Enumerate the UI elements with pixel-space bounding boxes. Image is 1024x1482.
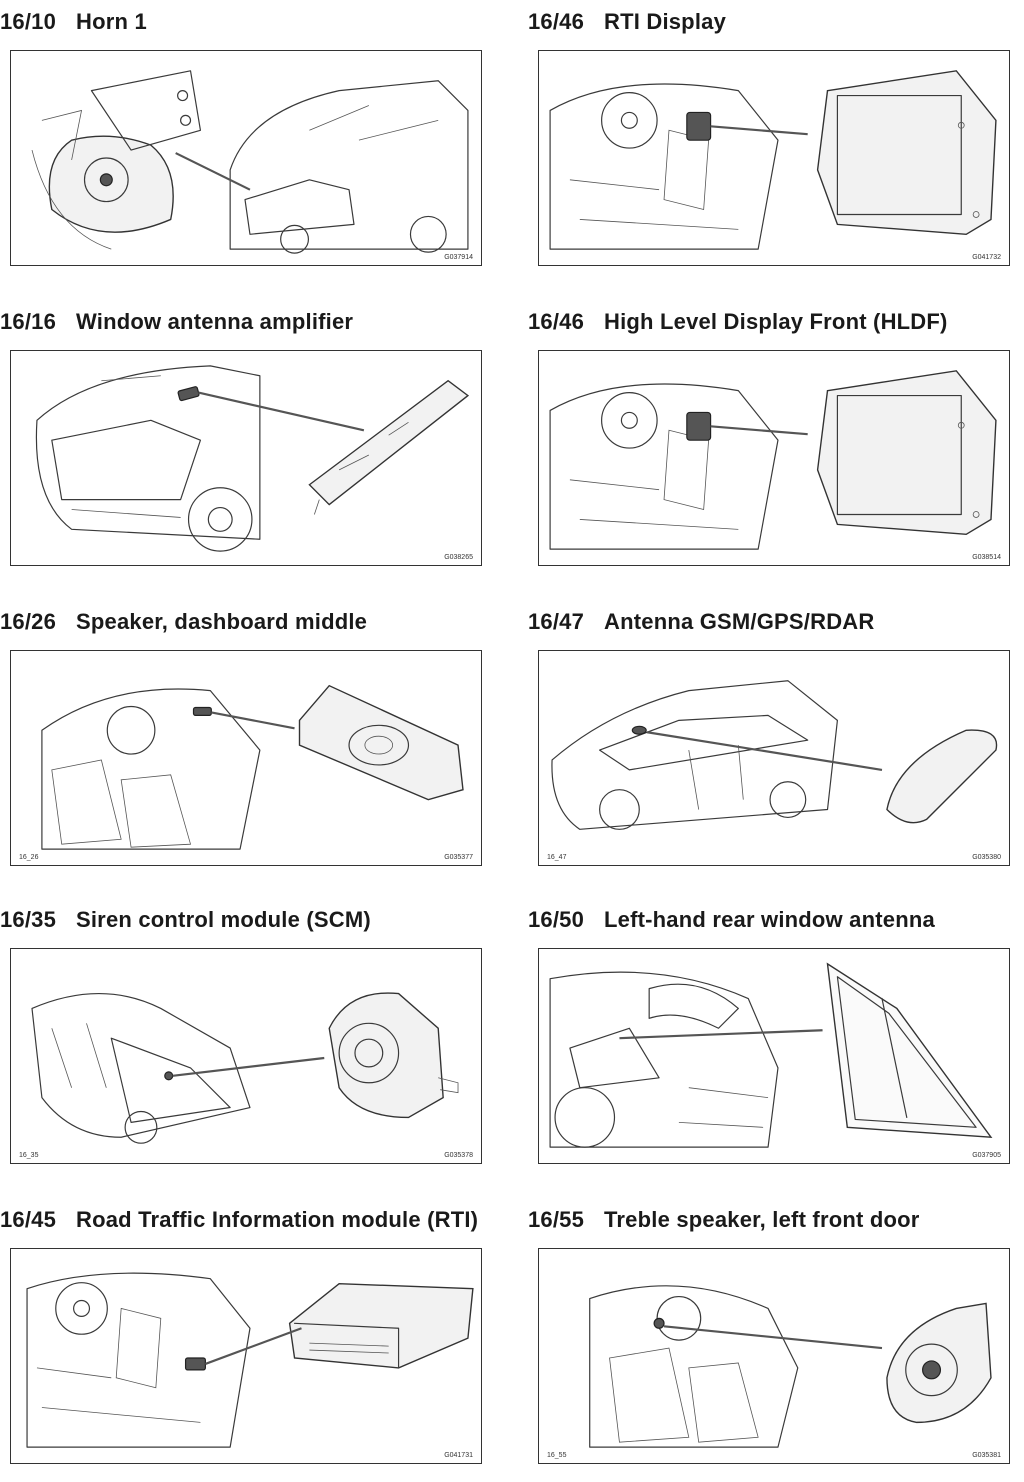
hldf-drawing: [549, 370, 997, 550]
illustration-horn: G037914: [10, 50, 482, 266]
rear-window-antenna-drawing: [549, 962, 993, 1148]
section-title: 16/16 Window antenna amplifier: [0, 302, 353, 342]
section-name: Road Traffic Information module (RTI): [76, 1207, 479, 1232]
figure-id: G038514: [972, 554, 1001, 561]
section-rti-display: 16/46 RTI Display G041732: [528, 2, 1024, 282]
illustration-antenna-gsm: 16_47 G035380: [538, 650, 1010, 866]
figure-reference: 16_35: [19, 1152, 39, 1159]
section-title: 16/26 Speaker, dashboard middle: [0, 602, 367, 642]
figure-id: G037914: [444, 254, 473, 261]
section-speaker-dashboard-middle: 16/26 Speaker, dashboard middle 16_26 G03…: [0, 602, 500, 882]
treble-speaker-drawing: [589, 1285, 992, 1448]
section-name: Siren control module (SCM): [76, 907, 371, 932]
section-name: Antenna GSM/GPS/RDAR: [604, 609, 875, 634]
siren-drawing: [31, 992, 459, 1144]
illustration-rti-display: G041732: [538, 50, 1010, 266]
section-code: 16/47: [528, 609, 585, 634]
figure-reference: 16_47: [547, 854, 567, 861]
section-title: 16/35 Siren control module (SCM): [0, 900, 371, 940]
section-title: 16/50 Left-hand rear window antenna: [528, 900, 935, 940]
figure-id: G041732: [972, 254, 1001, 261]
section-hldf: 16/46 High Level Display Front (HLDF) G03…: [528, 302, 1024, 582]
section-code: 16/46: [528, 9, 585, 34]
section-name: High Level Display Front (HLDF): [604, 309, 948, 334]
speaker-dashboard-drawing: [41, 684, 464, 850]
section-title: 16/46 RTI Display: [528, 2, 726, 42]
figure-id: G041731: [444, 1452, 473, 1459]
horn-drawing: [31, 70, 469, 254]
figure-reference: 16_55: [547, 1452, 567, 1459]
section-name: Left-hand rear window antenna: [604, 907, 935, 932]
section-name: Treble speaker, left front door: [604, 1207, 920, 1232]
section-name: Speaker, dashboard middle: [76, 609, 368, 634]
figure-id: G037905: [972, 1152, 1001, 1159]
section-title: 16/10 Horn 1: [0, 2, 147, 42]
section-window-antenna-amplifier: 16/16 Window antenna amplifier G038265: [0, 302, 500, 582]
section-code: 16/46: [528, 309, 585, 334]
section-title: 16/46 High Level Display Front (HLDF): [528, 302, 948, 342]
figure-id: G035380: [972, 854, 1001, 861]
figure-reference: 16_26: [19, 854, 39, 861]
section-title: 16/45 Road Traffic Information module (RT…: [0, 1200, 478, 1240]
figure-id: G035381: [972, 1452, 1001, 1459]
rti-display-drawing: [549, 70, 997, 250]
section-code: 16/26: [0, 609, 57, 634]
illustration-hldf: G038514: [538, 350, 1010, 566]
section-code: 16/16: [0, 309, 57, 334]
section-code: 16/10: [0, 9, 57, 34]
figure-id: G038265: [444, 554, 473, 561]
section-rear-window-antenna: 16/50 Left-hand rear window antenna G0379…: [528, 900, 1024, 1180]
illustration-siren: 16_35 G035378: [10, 948, 482, 1164]
antenna-gsm-drawing: [551, 680, 998, 830]
section-rti-module: 16/45 Road Traffic Information module (RT…: [0, 1200, 500, 1480]
section-code: 16/55: [528, 1207, 585, 1232]
section-title: 16/47 Antenna GSM/GPS/RDAR: [528, 602, 874, 642]
section-name: RTI Display: [604, 9, 727, 34]
section-treble-speaker: 16/55 Treble speaker, left front door 16_…: [528, 1200, 1024, 1480]
section-code: 16/50: [528, 907, 585, 932]
section-code: 16/35: [0, 907, 57, 932]
illustration-window-antenna-amplifier: G038265: [10, 350, 482, 566]
section-horn: 16/10 Horn 1 G037914: [0, 2, 500, 282]
antenna-amplifier-drawing: [35, 365, 470, 552]
section-code: 16/45: [0, 1207, 57, 1232]
section-siren-control-module: 16/35 Siren control module (SCM) 16_35 G0…: [0, 900, 500, 1180]
illustration-speaker-dashboard: 16_26 G035377: [10, 650, 482, 866]
section-name: Horn 1: [76, 9, 147, 34]
illustration-treble-speaker: 16_55 G035381: [538, 1248, 1010, 1464]
illustration-rti-module: G041731: [10, 1248, 482, 1464]
section-name: Window antenna amplifier: [76, 309, 354, 334]
illustration-rear-window-antenna: G037905: [538, 948, 1010, 1164]
section-title: 16/55 Treble speaker, left front door: [528, 1200, 920, 1240]
figure-id: G035378: [444, 1152, 473, 1159]
section-antenna-gsm-gps: 16/47 Antenna GSM/GPS/RDAR 16_47 G035380: [528, 602, 1024, 882]
figure-id: G035377: [444, 854, 473, 861]
rti-module-drawing: [26, 1272, 474, 1448]
